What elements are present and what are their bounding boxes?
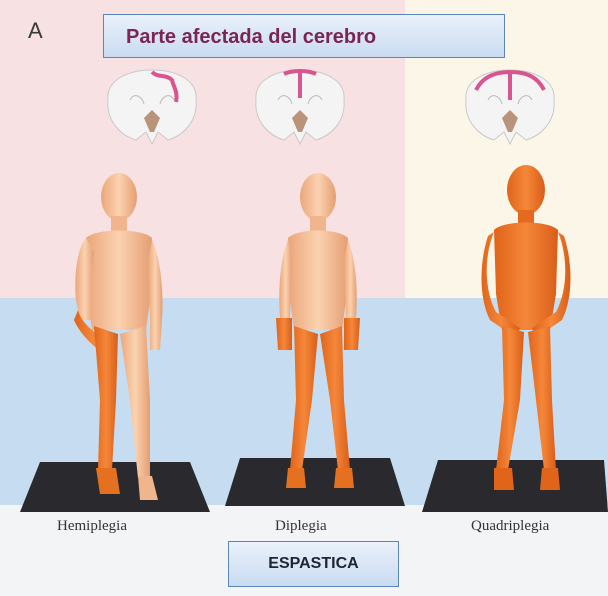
platform-2 [225, 458, 405, 506]
title-label: Parte afectada del cerebro [103, 14, 505, 58]
panel-letter: A [28, 18, 43, 44]
platform-3 [422, 460, 608, 512]
caption-diplegia: Diplegia [275, 518, 327, 535]
caption-hemiplegia: Hemiplegia [57, 518, 127, 535]
caption-quadriplegia: Quadriplegia [471, 518, 549, 535]
spastic-label: ESPASTICA [228, 541, 399, 587]
